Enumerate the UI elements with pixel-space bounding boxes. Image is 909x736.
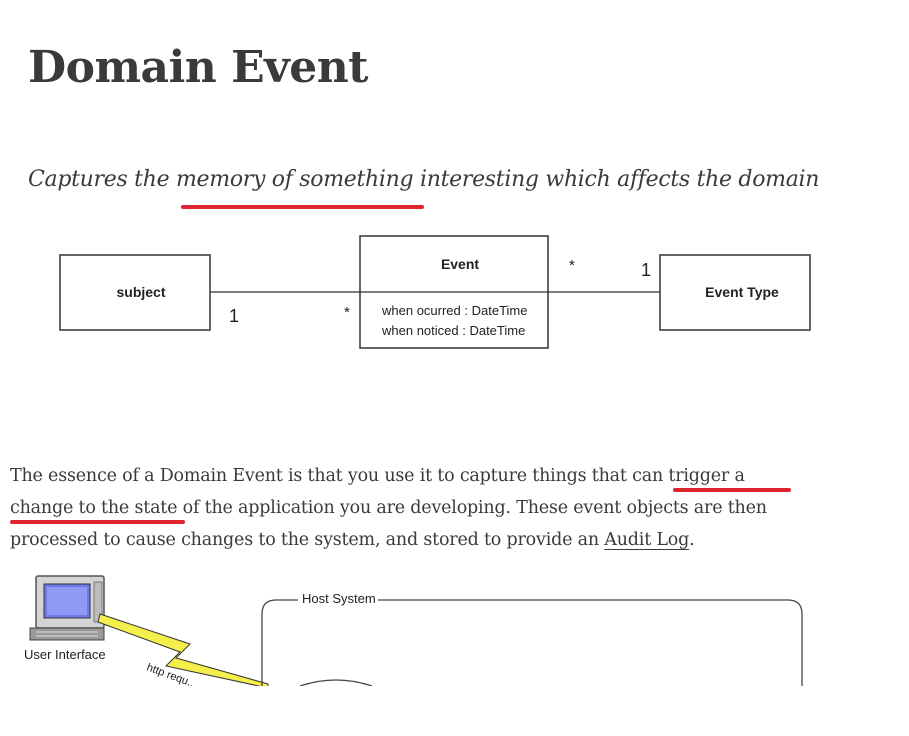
event-attribute-noticed: when noticed : DateTime — [381, 323, 525, 338]
page-subtitle: Captures the memory of something interes… — [28, 167, 820, 192]
domain-event-uml-diagram: subject Event when ocurred : DateTime wh… — [59, 235, 811, 349]
architecture-diagram: User Interface http requ... Host System — [24, 575, 803, 686]
event-type-label: Event Type — [705, 284, 779, 300]
user-interface-label: User Interface — [24, 647, 106, 662]
paragraph-end: . — [689, 530, 695, 550]
paragraph-highlight-underline-2 — [10, 520, 185, 524]
audit-log-link[interactable]: Audit Log — [604, 530, 690, 550]
subject-class-box: subject — [59, 254, 211, 331]
paragraph-highlight-underline-1 — [673, 488, 791, 492]
paragraph-text-1: The essence of a Domain Event is that yo… — [10, 466, 633, 486]
host-system-boundary — [261, 599, 803, 686]
multiplicity-subject-one: 1 — [229, 306, 239, 326]
page-title: Domain Event — [28, 42, 369, 93]
event-type-class-box: Event Type — [659, 254, 811, 331]
body-paragraph: The essence of a Domain Event is that yo… — [10, 460, 810, 556]
paragraph-highlight-text: can trigger a change to the state — [10, 466, 745, 518]
subject-label: subject — [116, 284, 165, 300]
multiplicity-subject-many: * — [344, 304, 350, 321]
event-attribute-occurred: when ocurred : DateTime — [381, 303, 527, 318]
host-system-label: Host System — [302, 591, 376, 606]
multiplicity-type-one: 1 — [641, 260, 651, 280]
paragraph-text-2: of the application you are developing. T… — [10, 498, 767, 550]
event-label: Event — [441, 256, 479, 272]
subtitle-highlight-underline — [181, 205, 424, 209]
lightning-bolt-icon — [97, 613, 269, 686]
computer-icon — [29, 575, 105, 641]
event-class-box: Event when ocurred : DateTime when notic… — [359, 235, 549, 349]
multiplicity-type-many: * — [569, 257, 575, 274]
